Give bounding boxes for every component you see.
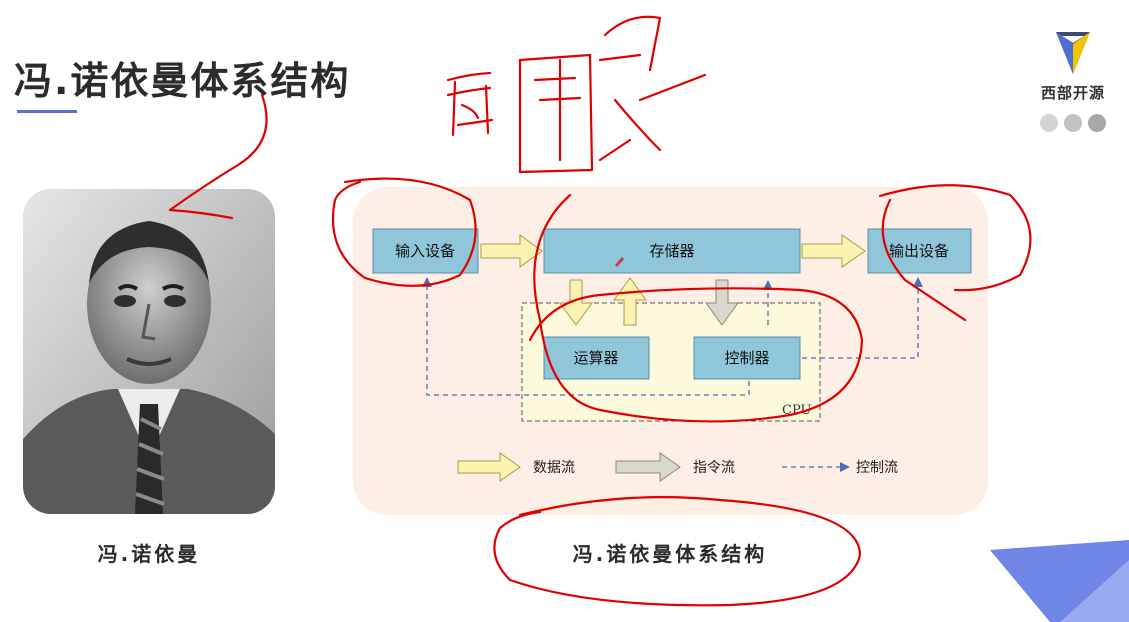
legend-control-label: 控制流 xyxy=(856,460,898,476)
input-device-label: 输入设备 xyxy=(395,242,455,260)
legend-data-arrow xyxy=(458,453,520,481)
control-unit-label: 控制器 xyxy=(724,349,769,367)
memory-label: 存储器 xyxy=(649,242,694,260)
legend-instruction-arrow xyxy=(616,453,680,481)
legend-data-label: 数据流 xyxy=(533,460,575,476)
cpu-label: CPU xyxy=(782,403,811,418)
output-device-label: 输出设备 xyxy=(889,242,949,260)
legend-instruction-label: 指令流 xyxy=(693,460,735,476)
alu-label: 运算器 xyxy=(573,349,618,367)
data-arrow-memory-output xyxy=(802,235,865,267)
corner-decoration xyxy=(990,540,1129,622)
data-arrow-input-memory xyxy=(481,235,542,267)
legend-control-arrow xyxy=(840,462,850,472)
diagram-caption: 冯.诺依曼体系结构 xyxy=(500,538,840,567)
